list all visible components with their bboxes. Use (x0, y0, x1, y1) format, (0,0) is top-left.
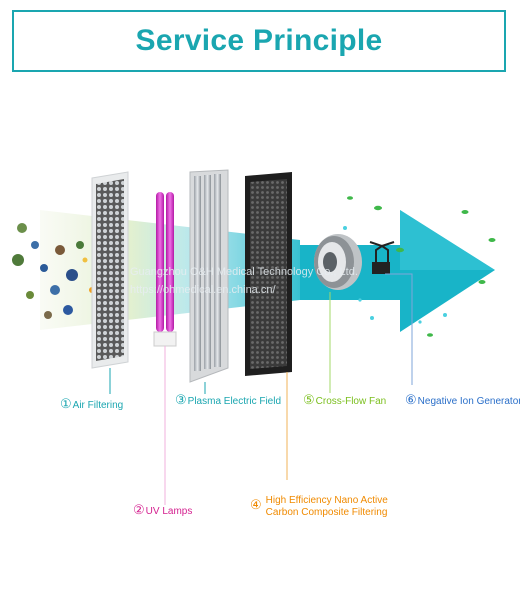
label-air-filtering: ①Air Filtering (60, 396, 124, 411)
carbon-label-line-2: Carbon Composite Filtering (265, 507, 388, 518)
cross-flow-fan (314, 234, 362, 393)
label-cross-flow-fan: ⑤Cross-Flow Fan (303, 392, 387, 407)
label-carbon-filtering: ④ High Efficiency Nano Active Carbon Com… (250, 495, 388, 519)
plasma-panel (189, 169, 229, 394)
label-uv-lamps: ②UV Lamps (133, 502, 193, 517)
uv-lamp (153, 192, 177, 505)
num-5: ⑤ (303, 392, 315, 407)
num-6: ⑥ (405, 392, 417, 407)
num-2: ② (133, 502, 145, 517)
air-filter-panel (91, 171, 129, 369)
leaf-particles (347, 196, 496, 337)
airflow-arrow-highlight (400, 210, 495, 270)
watermark-line-2: https://ohmedical.en.china.cn/ (130, 284, 276, 296)
watermark-line-1: Guangzhou O&H Medical Technology Co., Lt… (130, 266, 358, 278)
negative-ion-generator (369, 241, 413, 385)
num-1: ① (60, 396, 72, 411)
label-plasma-electric-field: ③Plasma Electric Field (175, 392, 282, 407)
carbon-filter-panel (245, 172, 292, 480)
title-box: Service Principle (12, 10, 506, 72)
page-title: Service Principle (135, 24, 383, 57)
num-4: ④ (250, 497, 262, 512)
purifier-diagram (12, 169, 496, 505)
label-negative-ion-generator: ⑥Negative Ion Generator (405, 392, 520, 407)
carbon-label-line-1: High Efficiency Nano Active (265, 495, 388, 506)
num-3: ③ (175, 392, 187, 407)
